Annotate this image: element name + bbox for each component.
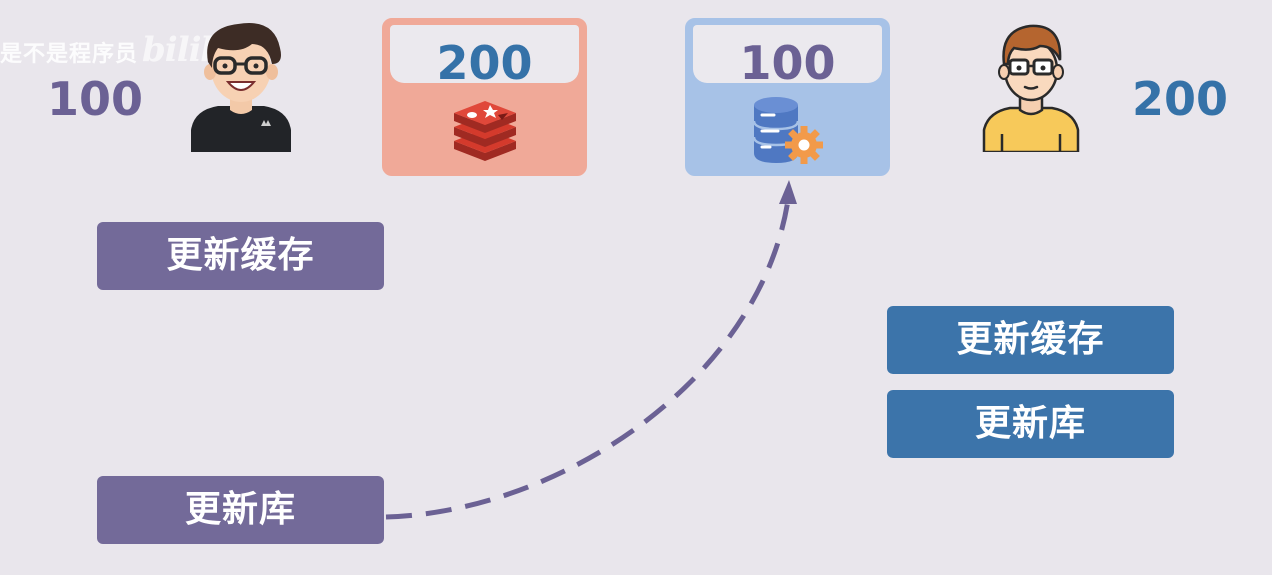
- database-value: 100: [739, 36, 836, 90]
- update-db-arrow-head: [779, 180, 797, 204]
- right-user-value: 200: [1132, 72, 1229, 126]
- redis-icon: [450, 95, 520, 165]
- cache-store: 200: [382, 18, 587, 176]
- left-user-avatar-icon: [188, 18, 294, 152]
- left-update-db-step: 更新库: [97, 476, 384, 544]
- cache-value: 200: [436, 36, 533, 90]
- watermark-text: 是不是程序员: [0, 42, 139, 67]
- right-update-cache-step: 更新缓存: [887, 306, 1174, 374]
- update-db-arrow-line: [385, 199, 791, 520]
- database-store: 100: [685, 18, 890, 176]
- left-user-value: 100: [47, 72, 144, 126]
- left-update-cache-step: 更新缓存: [97, 222, 384, 290]
- cache-value-box: 200: [390, 25, 579, 90]
- database-value-box: 100: [693, 25, 882, 90]
- right-user-avatar-icon: [980, 18, 1082, 154]
- right-update-db-step: 更新库: [887, 390, 1174, 458]
- database-gear-icon: [748, 95, 828, 171]
